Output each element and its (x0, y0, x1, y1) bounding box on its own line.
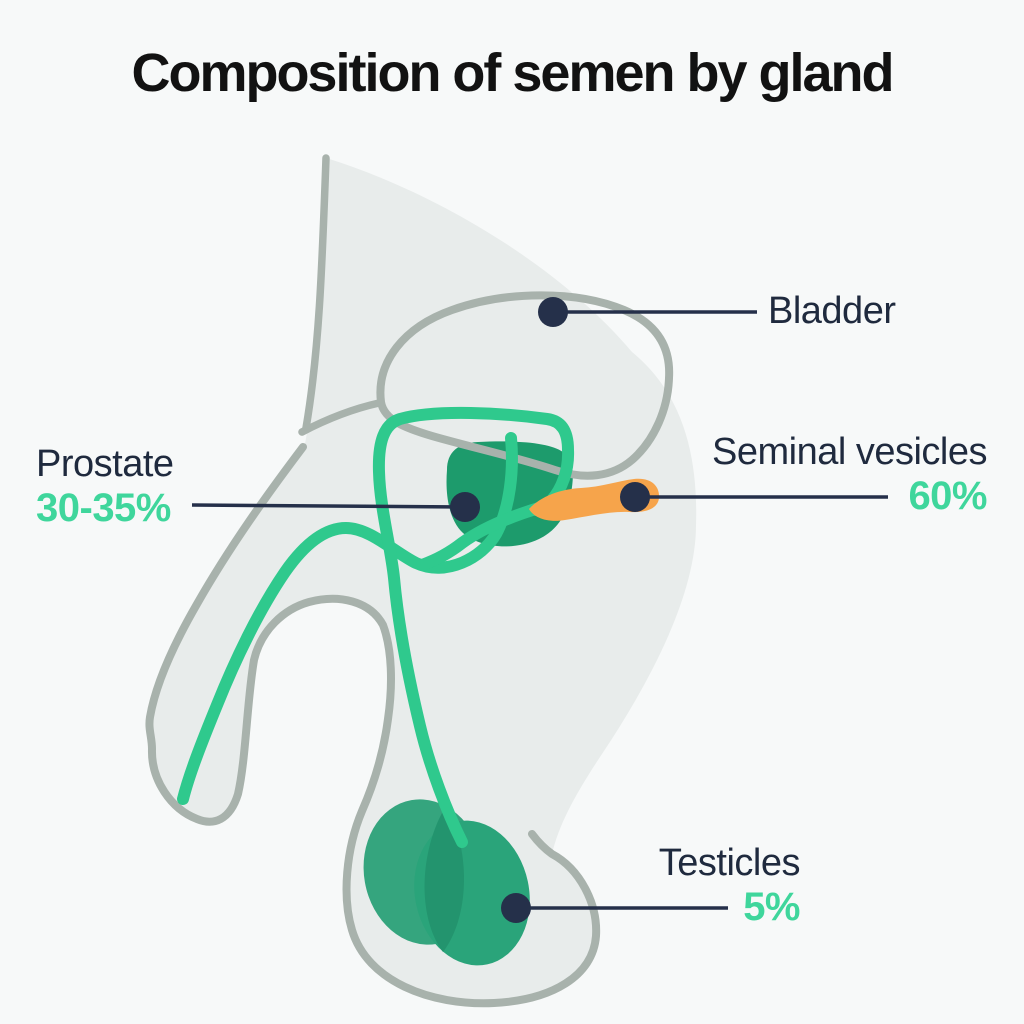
bladder-label-name: Bladder (768, 290, 896, 332)
spine-line (302, 154, 330, 432)
seminal-vesicles-callout-dot (620, 482, 650, 512)
prostate-callout-dot (450, 492, 480, 522)
vas-deferens-duct (372, 406, 575, 848)
bladder-callout-dot (538, 297, 568, 327)
seminal-vesicles-label-name: Seminal vesicles (712, 431, 988, 473)
page-title: Composition of semen by gland (131, 43, 894, 103)
urethra-duct (177, 432, 518, 805)
testicles-label-value: 5% (743, 885, 800, 929)
prostate-callout-line (191, 503, 466, 509)
seminal-vesicles-label-value: 60% (908, 474, 987, 518)
pelvis-contour-line (298, 399, 383, 436)
seminal-vesicles-label: Seminal vesicles 60% (712, 431, 988, 518)
testicle-overlap-shape (424, 806, 465, 952)
prostate-label: Prostate 30-35% (36, 443, 174, 530)
testicles-label-name: Testicles (658, 842, 801, 884)
testicles-label: Testicles 5% (658, 842, 801, 929)
bladder-label: Bladder (768, 290, 896, 333)
body-silhouette (149, 158, 697, 1004)
ejaculatory-duct (416, 501, 548, 571)
testicles-callout-dot (501, 893, 531, 923)
penis-scrotum-outline (145, 443, 601, 1008)
prostate-label-value: 30-35% (36, 486, 171, 530)
prostate-label-name: Prostate (36, 443, 174, 485)
bladder-outline (376, 291, 674, 480)
